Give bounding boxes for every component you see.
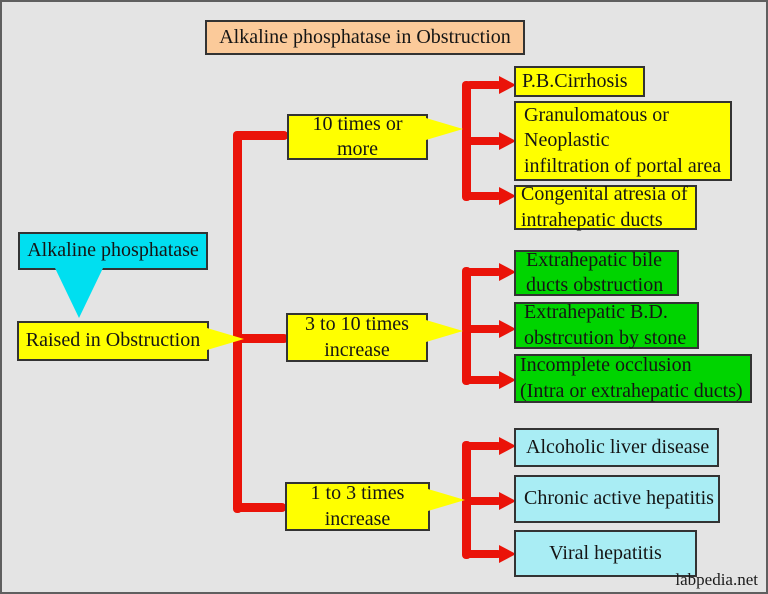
arrowhead-icon: [499, 187, 516, 205]
branch-line-top: [235, 131, 288, 140]
level-box-3-to-10: 3 to 10 times increase: [286, 313, 428, 362]
cause-box: Incomplete occlusion (Intra or extrahepa…: [514, 354, 752, 403]
arrow-shaft: [466, 325, 502, 333]
branch-line-middle: [233, 334, 288, 343]
arrow-shaft: [466, 81, 502, 89]
callout-pointer-right-icon: [428, 489, 465, 511]
cause-box: Congenital atresia of intrahepatic ducts: [514, 183, 697, 231]
cause-box: Granulomatous or Neoplastic infiltration…: [514, 101, 732, 181]
cause-box: P.B.Cirrhosis: [514, 66, 645, 97]
arrow-shaft: [466, 268, 502, 276]
arrowhead-icon: [499, 320, 516, 338]
arrow-shaft: [466, 137, 502, 145]
trunk-vertical-line: [233, 131, 242, 513]
branch-line-bottom: [235, 503, 286, 512]
cause-box: Extrahepatic bile ducts obstruction: [514, 249, 679, 296]
result-box: Raised in Obstruction: [17, 321, 209, 361]
arrowhead-icon: [499, 545, 516, 563]
cause-box: Chronic active hepatitis: [514, 475, 720, 523]
arrowhead-icon: [499, 371, 516, 389]
arrowhead-icon: [499, 492, 516, 510]
level-box-10-times: 10 times or more: [287, 113, 428, 160]
callout-pointer-down-icon: [55, 268, 103, 318]
callout-pointer-right-icon: [207, 328, 244, 350]
arrowhead-icon: [499, 263, 516, 281]
callout-pointer-right-icon: [426, 320, 463, 342]
arrow-shaft: [466, 550, 502, 558]
watermark: labpedia.net: [675, 570, 758, 589]
arrowhead-icon: [499, 132, 516, 150]
source-box: Alkaline phosphatase: [18, 232, 208, 270]
cause-box: Viral hepatitis: [514, 530, 697, 577]
callout-pointer-right-icon: [426, 118, 463, 140]
arrowhead-icon: [499, 76, 516, 94]
arrow-shaft: [466, 376, 502, 384]
cause-box: Alcoholic liver disease: [514, 428, 719, 467]
diagram-title: Alkaline phosphatase in Obstruction: [205, 20, 525, 55]
arrow-shaft: [466, 442, 502, 450]
cause-box: Extrahepatic B.D. obstrcution by stone: [514, 301, 699, 349]
arrowhead-icon: [499, 437, 516, 455]
arrow-shaft: [466, 192, 502, 200]
arrow-shaft: [466, 497, 502, 505]
level-box-1-to-3: 1 to 3 times increase: [285, 482, 430, 531]
